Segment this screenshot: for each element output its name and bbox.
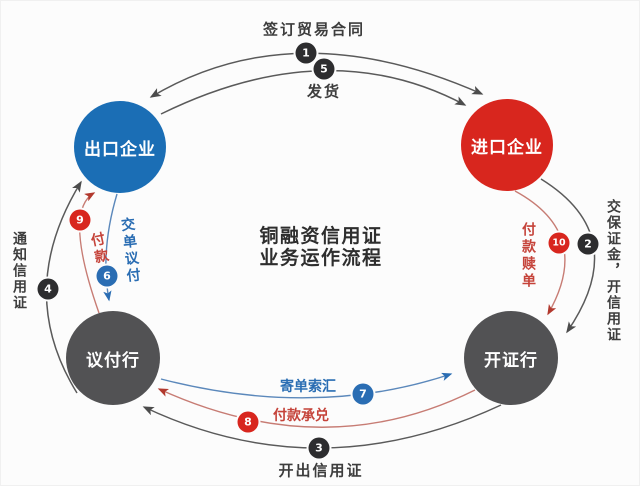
step-label-ship-goods: 发货: [306, 82, 342, 101]
step-badge-6: 6: [96, 265, 118, 287]
step-badge-2: 2: [577, 233, 599, 255]
step-badge-7: 7: [352, 383, 374, 405]
step-badge-3: 3: [308, 437, 330, 459]
arc-deposit-open-lc: [540, 178, 596, 334]
step-label-issue-lc: 开出信用证: [278, 461, 364, 480]
step-badge-1: 1: [295, 42, 317, 64]
step-label-notify-lc: 通知信用证: [11, 231, 27, 311]
arc-present-docs: [103, 193, 118, 302]
node-issuing-bank: 开证行: [464, 311, 558, 405]
step-badge-10: 10: [548, 232, 570, 254]
arc-payment-acceptance: [157, 388, 476, 428]
diagram-title: 铜融资信用证 业务运作流程: [221, 225, 421, 269]
step-badge-5: 5: [313, 58, 335, 80]
node-import-label: 进口企业: [471, 137, 543, 158]
node-export-enterprise: 出口企业: [74, 101, 166, 193]
step-label-payment-acceptance: 付款承兑: [273, 408, 329, 424]
diagram-title-line2: 业务运作流程: [259, 247, 383, 269]
step-badge-8: 8: [237, 411, 259, 433]
step-label-send-docs-claim: 寄单索汇: [280, 379, 336, 395]
step-badge-9: 9: [69, 209, 91, 231]
node-issuing-label: 开证行: [484, 350, 538, 371]
diagram-title-line1: 铜融资信用证: [259, 225, 383, 247]
step-label-deposit-open-lc: 交保证金，开信用证: [605, 199, 621, 343]
node-import-enterprise: 进口企业: [461, 99, 553, 191]
node-export-label: 出口企业: [84, 139, 156, 160]
arc-payment: [79, 192, 100, 314]
step-label-sign-contract: 签订贸易合同: [262, 20, 366, 39]
node-negotiating-label: 议付行: [86, 350, 140, 371]
node-negotiating-bank: 议付行: [66, 311, 160, 405]
step-badge-4: 4: [37, 278, 59, 300]
step-label-pay-redeem-docs: 付款赎单: [520, 222, 536, 290]
arc-send-docs-claim: [160, 372, 453, 399]
